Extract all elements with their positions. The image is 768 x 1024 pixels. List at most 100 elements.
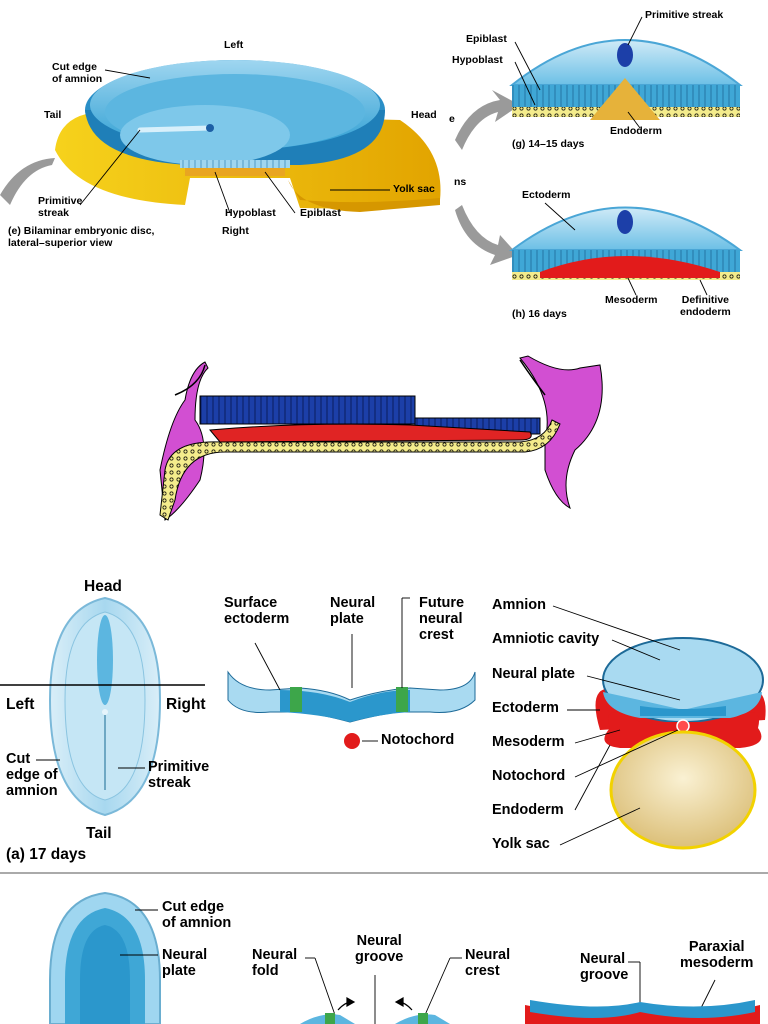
cut-edge-amnion-line2: of amnion <box>52 72 103 85</box>
head-a-label: Head <box>84 578 122 595</box>
tail-label: Tail <box>44 109 62 121</box>
neural-plate-leader-lines <box>254 597 410 742</box>
neural-plate-section <box>227 670 476 749</box>
hypoblast-label: Hypoblast <box>225 207 276 219</box>
yolk-sac-a-label: Yolk sac <box>492 836 550 852</box>
caption-a: (a) 17 days <box>6 846 87 863</box>
neural-plate-b-label: Neural plate <box>162 947 208 980</box>
caption-e-line1: (e) Bilaminar embryonic disc, <box>8 225 155 237</box>
cut-edge-amnion-line1: Cut edge <box>52 61 97 73</box>
epiblast-label: Epiblast <box>300 207 341 219</box>
definitive-endoderm-label: Definitive endoderm <box>680 294 731 318</box>
primitive-streak-label: Primitive streak <box>38 195 83 219</box>
hypoblast-g-label: Hypoblast <box>452 54 503 66</box>
neural-crest-label: Neural crest <box>465 947 511 980</box>
embryo-dorsal-view <box>48 596 162 817</box>
cut-edge-a-line2: edge of <box>6 766 58 783</box>
cut-edge-a-line3: amnion <box>6 782 58 799</box>
neural-crest-line2: crest <box>465 962 500 979</box>
right-a-label: Right <box>166 696 206 713</box>
primitive-streak-line2: streak <box>38 206 69 219</box>
epiblast-g-label: Epiblast <box>466 33 507 45</box>
amniotic-cavity-label: Amniotic cavity <box>492 631 600 647</box>
neural-fold-line2: fold <box>252 962 279 979</box>
mesoderm-label: Mesoderm <box>492 734 565 750</box>
section-leader-lines <box>552 605 681 846</box>
mesoderm-h-label: Mesoderm <box>605 294 658 306</box>
yolk-sac-label: Yolk sac <box>393 183 435 195</box>
panel-e-leader-lines <box>79 69 390 214</box>
caption-g: (g) 14–15 days <box>512 138 585 150</box>
cut-edge-a-label: Cut edge of amnion <box>6 751 58 800</box>
ectoderm-label: Ectoderm <box>492 700 559 716</box>
notochord-a-label: Notochord <box>381 732 455 748</box>
primitive-streak-a-label: Primitive streak <box>148 759 210 792</box>
neural-fold-line1: Neural <box>252 947 298 963</box>
panel-b-leader-lines <box>120 909 716 1024</box>
neural-groove-label: Neural groove <box>355 933 404 966</box>
caption-h: (h) 16 days <box>512 308 567 320</box>
neural-plate-a-label: Neural plate <box>330 595 376 628</box>
neural-fold-label: Neural fold <box>252 947 298 980</box>
panel-g-leader-lines <box>514 16 643 129</box>
endoderm-g-label: Endoderm <box>610 125 662 137</box>
neural-plate-a-line2: plate <box>330 610 364 627</box>
cut-edge-amnion-label: Cut edge of amnion <box>52 61 103 85</box>
neural-groove-section-line1: Neural <box>580 951 626 967</box>
future-neural-crest-line3: crest <box>419 626 454 643</box>
neural-fold-section <box>300 1000 760 1024</box>
surface-ectoderm-line2: ectoderm <box>224 610 290 627</box>
neural-groove-section-line2: groove <box>580 966 629 983</box>
partial-label-e: e <box>449 113 455 125</box>
neural-plate-b-line1: Neural <box>162 947 208 963</box>
surface-ectoderm-line1: Surface <box>224 595 278 611</box>
left-label: Left <box>224 39 244 51</box>
endoderm-label: Endoderm <box>492 802 564 818</box>
neural-plate-a-line1: Neural <box>330 595 376 611</box>
paraxial-mesoderm-line2: mesoderm <box>680 954 754 971</box>
ectoderm-h-label: Ectoderm <box>522 189 571 201</box>
future-neural-crest-line1: Future <box>419 595 465 611</box>
bilaminar-disc-illustration <box>55 60 441 212</box>
neural-groove-line2: groove <box>355 948 404 965</box>
primitive-streak-a-line1: Primitive <box>148 759 210 775</box>
partial-label-ns: ns <box>454 176 467 188</box>
primitive-streak-a-line2: streak <box>148 774 191 791</box>
notochord-section-label: Notochord <box>492 768 566 784</box>
neural-groove-section-label: Neural groove <box>580 951 629 984</box>
right-label: Right <box>222 225 249 237</box>
paraxial-mesoderm-line1: Paraxial <box>688 939 745 955</box>
cut-edge-b-line1: Cut edge <box>162 899 225 915</box>
cut-edge-b-label: Cut edge of amnion <box>162 899 232 932</box>
panel-h-leader-lines <box>544 202 708 296</box>
primitive-streak-line1: Primitive <box>38 195 83 207</box>
embryo-transverse-section <box>595 637 766 850</box>
neural-crest-line1: Neural <box>465 947 511 963</box>
gray-arrows <box>0 90 520 265</box>
head-label: Head <box>411 109 437 121</box>
tail-a-label: Tail <box>86 825 112 842</box>
embryo-neural-plate-view <box>49 891 161 1024</box>
definitive-endoderm-line1: Definitive <box>681 294 730 306</box>
surface-ectoderm-label: Surface ectoderm <box>224 595 290 628</box>
paraxial-mesoderm-label: Paraxial mesoderm <box>680 939 754 972</box>
panel-h-illustration <box>509 206 744 280</box>
cut-edge-b-line2: of amnion <box>162 914 232 931</box>
panel-a-leader-lines <box>36 759 145 769</box>
panel-g-illustration <box>509 39 743 120</box>
future-neural-crest-line2: neural <box>419 610 463 627</box>
primitive-streak-g-label: Primitive streak <box>645 9 724 21</box>
cut-edge-a-line1: Cut <box>6 751 31 767</box>
amnion-label: Amnion <box>492 597 546 613</box>
future-neural-crest-label: Future neural crest <box>419 595 465 644</box>
neural-fold-arrows <box>337 996 413 1011</box>
caption-e: (e) Bilaminar embryonic disc, lateral–su… <box>8 225 155 249</box>
left-a-label: Left <box>6 696 35 713</box>
caption-e-line2: lateral–superior view <box>8 236 113 249</box>
neural-plate-section-label: Neural plate <box>492 666 575 682</box>
definitive-endoderm-line2: endoderm <box>680 305 731 318</box>
neural-groove-line1: Neural <box>356 933 402 949</box>
neural-plate-b-line2: plate <box>162 962 196 979</box>
trilaminar-cross-section <box>159 355 603 521</box>
